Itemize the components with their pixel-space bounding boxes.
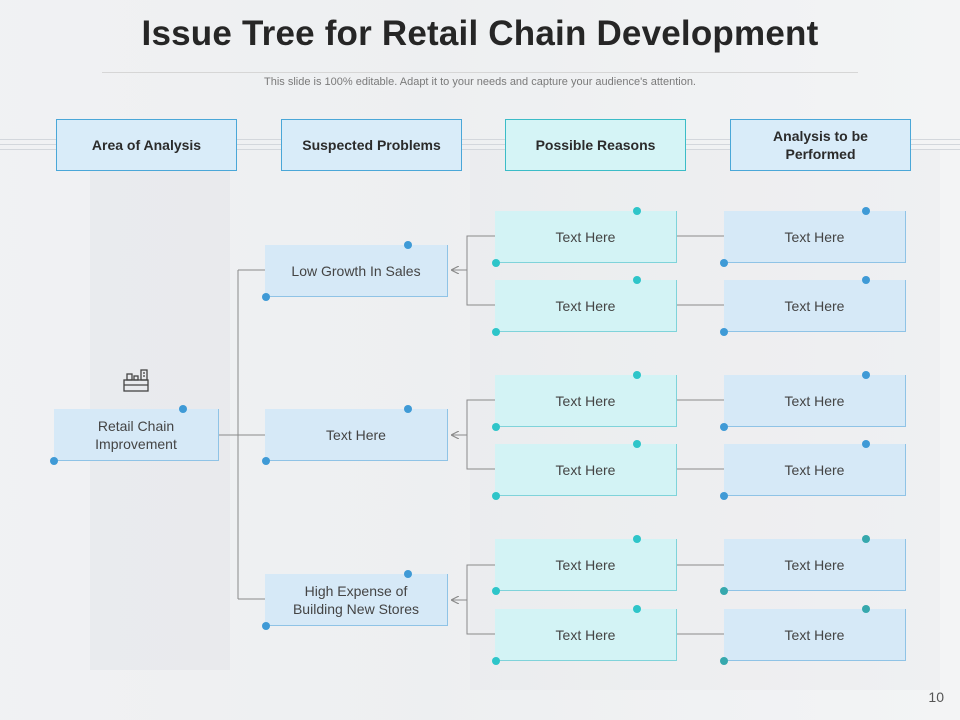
- connector-dot: [179, 405, 187, 413]
- title-divider: [102, 72, 858, 73]
- problem-node: Low Growth In Sales: [265, 245, 448, 297]
- connector-dot: [720, 587, 728, 595]
- problem-node: High Expense of Building New Stores: [265, 574, 448, 626]
- connector-dot: [862, 440, 870, 448]
- header-possible-reasons: Possible Reasons: [505, 119, 686, 171]
- header-band-line: [0, 139, 960, 140]
- connector-dot: [404, 405, 412, 413]
- analysis-node: Text Here: [724, 539, 906, 591]
- connector-reasons-2: [466, 399, 495, 470]
- reason-node: Text Here: [495, 280, 677, 332]
- connector-reasons-1: [466, 235, 495, 306]
- connector-dot: [862, 207, 870, 215]
- header-band-line: [0, 149, 960, 150]
- connector-dot: [633, 276, 641, 284]
- connector-dot: [633, 371, 641, 379]
- analysis-node: Text Here: [724, 444, 906, 496]
- connector-dot: [862, 535, 870, 543]
- connector-dot: [720, 657, 728, 665]
- connector-dot: [492, 259, 500, 267]
- connector-dot: [720, 328, 728, 336]
- connector-dot: [862, 371, 870, 379]
- header-analysis-to-be-performed: Analysis to be Performed: [730, 119, 911, 171]
- connector-dot: [262, 622, 270, 630]
- connector-dot: [862, 276, 870, 284]
- analysis-node: Text Here: [724, 211, 906, 263]
- connector-dot: [633, 605, 641, 613]
- store-shelf-icon: [123, 369, 149, 392]
- connector-dot: [633, 207, 641, 215]
- header-area-of-analysis: Area of Analysis: [56, 119, 237, 171]
- connector-dot: [492, 492, 500, 500]
- connector-dot: [720, 259, 728, 267]
- reason-node: Text Here: [495, 211, 677, 263]
- reason-node: Text Here: [495, 609, 677, 661]
- reason-node: Text Here: [495, 375, 677, 427]
- connector-dot: [262, 293, 270, 301]
- problem-node: Text Here: [265, 409, 448, 461]
- connector-reasons-3: [466, 564, 495, 635]
- connector-dot: [404, 570, 412, 578]
- connector-dot: [50, 457, 58, 465]
- connector-dot: [492, 423, 500, 431]
- reason-node: Text Here: [495, 539, 677, 591]
- connector-dot: [633, 440, 641, 448]
- connector-dot: [862, 605, 870, 613]
- page-number: 10: [928, 689, 944, 705]
- connector-dot: [492, 587, 500, 595]
- reason-node: Text Here: [495, 444, 677, 496]
- connector-dot: [404, 241, 412, 249]
- connector-dot: [633, 535, 641, 543]
- analysis-node: Text Here: [724, 375, 906, 427]
- connector-dot: [720, 492, 728, 500]
- root-node: Retail Chain Improvement: [54, 409, 219, 461]
- slide-subtitle: This slide is 100% editable. Adapt it to…: [264, 76, 696, 88]
- connector-dot: [492, 328, 500, 336]
- analysis-node: Text Here: [724, 280, 906, 332]
- header-band-line: [0, 144, 960, 145]
- header-suspected-problems: Suspected Problems: [281, 119, 462, 171]
- slide-title: Issue Tree for Retail Chain Development: [141, 14, 819, 53]
- connector-dot: [720, 423, 728, 431]
- connector-dot: [492, 657, 500, 665]
- connector-dot: [262, 457, 270, 465]
- analysis-node: Text Here: [724, 609, 906, 661]
